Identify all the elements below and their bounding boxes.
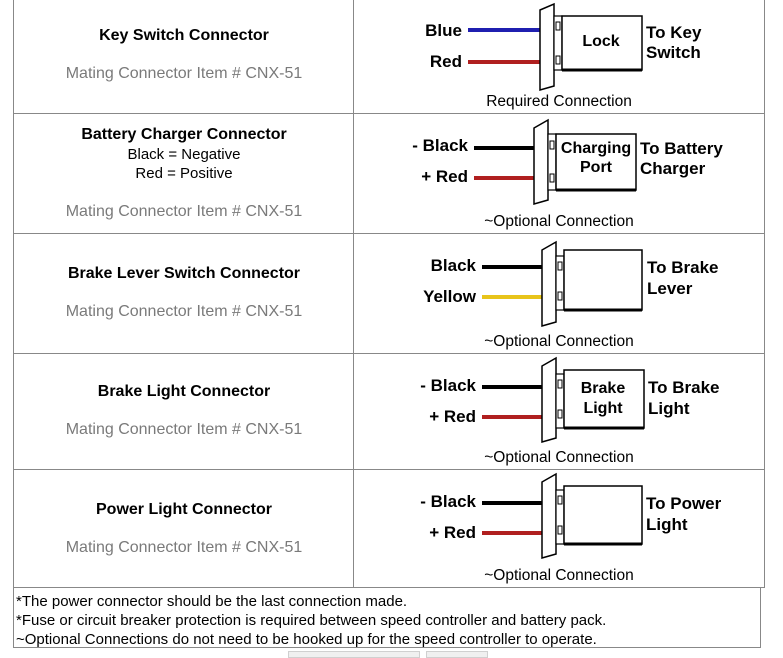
connector-plug (541, 472, 557, 559)
wiring-diagram-cell: - Black + Red Brake Light To Brake Light… (354, 354, 764, 469)
wiring-diagram: - Black + Red Brake Light To Brake Light (420, 356, 720, 443)
connector-plug (541, 240, 557, 327)
box-label-line-1: Brake (581, 380, 626, 397)
wire-label-2: Red (430, 52, 462, 71)
table-row: Battery Charger Connector Black = Negati… (14, 114, 764, 234)
table-row: Key Switch Connector Mating Connector It… (14, 0, 764, 114)
footnote-optional: ~Optional Connections do not need to be … (16, 631, 597, 648)
connector-title: Brake Light Connector (97, 383, 271, 400)
table-row: Brake Light Connector Mating Connector I… (14, 354, 764, 470)
connector-plug (539, 2, 555, 91)
wiring-diagram: Black Yellow To Brake Lever (423, 240, 719, 327)
mating-connector-text: Mating Connector Item # CNX-51 (65, 539, 303, 556)
scrollbar-thumb[interactable] (288, 651, 420, 658)
destination-label-line-1: To Brake (647, 258, 719, 277)
box-label-line-2: Port (580, 159, 613, 176)
wiring-diagram: - Black + Red Charging Port To Battery C… (412, 118, 723, 205)
polarity-note-positive: Red = Positive (135, 165, 233, 182)
connector-title: Battery Charger Connector (81, 126, 287, 143)
destination-label-line-2: Charger (640, 159, 706, 178)
mating-connector-text: Mating Connector Item # CNX-51 (65, 65, 303, 82)
mating-connector-text: Mating Connector Item # CNX-51 (65, 303, 303, 320)
connector-plug (533, 118, 549, 205)
wiring-diagram-cell: Blue Red Lock To Key Switch Required Con… (354, 0, 764, 113)
connection-caption: ~Optional Connection (484, 333, 634, 350)
connection-caption: ~Optional Connection (484, 567, 634, 584)
destination-label-line-2: Light (648, 399, 690, 418)
wire-label-2: + Red (421, 167, 468, 186)
connector-info-cell: Brake Light Connector Mating Connector I… (14, 354, 354, 469)
destination-label-line-1: To Power (646, 494, 722, 513)
connector-title: Key Switch Connector (99, 27, 269, 44)
destination-label-line-2: Light (646, 515, 688, 534)
table-row: Power Light Connector Mating Connector I… (14, 470, 764, 588)
connector-housing (555, 133, 637, 191)
wiring-diagram-cell: Black Yellow To Brake Lever ~Optional Co… (354, 234, 764, 353)
connector-info-cell: Key Switch Connector Mating Connector It… (14, 0, 354, 113)
wire-label-1: - Black (412, 136, 468, 155)
connector-housing (563, 485, 643, 545)
footnotes: *The power connector should be the last … (13, 588, 761, 648)
footnote-fuse: *Fuse or circuit breaker protection is r… (16, 612, 607, 629)
connector-housing (563, 369, 645, 429)
mating-connector-text: Mating Connector Item # CNX-51 (65, 421, 303, 438)
connection-caption: ~Optional Connection (484, 213, 634, 230)
table-row: Brake Lever Switch Connector Mating Conn… (14, 234, 764, 354)
mating-connector-text: Mating Connector Item # CNX-51 (65, 203, 303, 220)
connector-plug (541, 356, 557, 443)
wire-label-1: - Black (420, 492, 476, 511)
box-label-line-1: Lock (582, 33, 619, 50)
destination-label-line-2: Switch (646, 43, 701, 62)
wire-label-1: Blue (425, 21, 462, 40)
box-label-line-1: Charging (561, 140, 631, 157)
connection-caption: ~Optional Connection (484, 449, 634, 466)
destination-label-line-2: Lever (647, 279, 693, 298)
footnote-power-last: *The power connector should be the last … (16, 593, 408, 610)
connector-housing (561, 15, 643, 71)
connector-info-cell: Power Light Connector Mating Connector I… (14, 470, 354, 587)
wire-label-1: - Black (420, 376, 476, 395)
wiring-diagram: - Black + Red To Power Light (420, 472, 722, 559)
connector-info-cell: Brake Lever Switch Connector Mating Conn… (14, 234, 354, 353)
wire-label-1: Black (431, 256, 477, 275)
scrollbar-thumb[interactable] (426, 651, 488, 658)
connector-housing (563, 249, 643, 311)
polarity-note-negative: Black = Negative (127, 146, 241, 163)
connector-title: Power Light Connector (96, 501, 272, 518)
destination-label-line-1: To Battery (640, 139, 723, 158)
wire-label-2: Yellow (423, 287, 477, 306)
connection-caption: Required Connection (486, 93, 632, 110)
wiring-diagram: Blue Red Lock To Key Switch (425, 2, 702, 91)
box-label-line-2: Light (583, 400, 623, 417)
connector-title: Brake Lever Switch Connector (67, 265, 301, 282)
connector-info-cell: Battery Charger Connector Black = Negati… (14, 114, 354, 233)
wire-label-2: + Red (429, 523, 476, 542)
destination-label-line-1: To Key (646, 23, 702, 42)
wire-label-2: + Red (429, 407, 476, 426)
connector-table: Key Switch Connector Mating Connector It… (13, 0, 765, 588)
wiring-diagram-cell: - Black + Red Charging Port To Battery C… (354, 114, 764, 233)
destination-label-line-1: To Brake (648, 378, 720, 397)
wiring-diagram-cell: - Black + Red To Power Light ~Optional C… (354, 470, 764, 587)
